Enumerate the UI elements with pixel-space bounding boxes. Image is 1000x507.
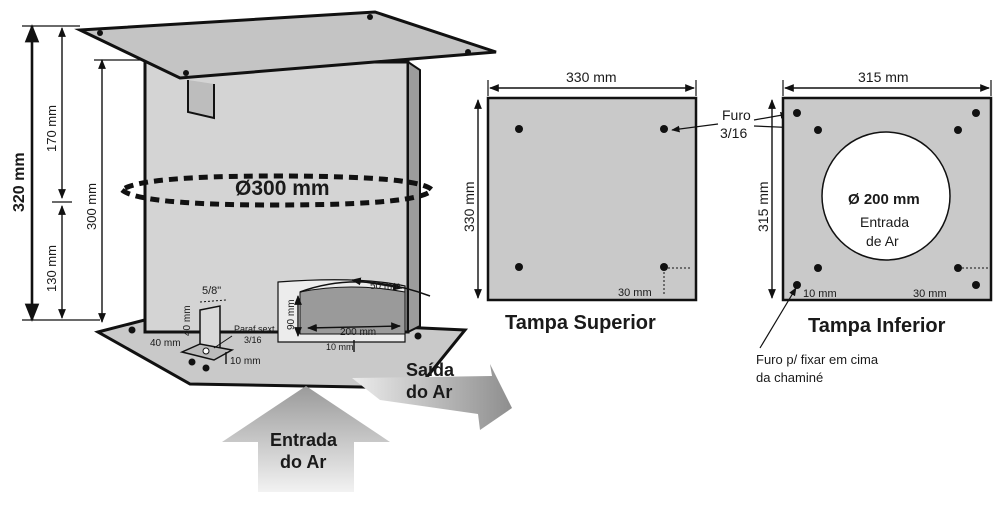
bottom-plate-offset-left: 10 mm [803,288,837,300]
hole-label-line1: Furo [722,107,751,123]
bottom-plate-hole [793,109,801,117]
top-plate-hole [660,263,668,271]
top-plate-hole [367,14,373,20]
fixing-note-line2: da chaminé [756,370,823,385]
fixing-note-line1: Furo p/ fixar em cima [756,352,879,367]
top-plate-height-label: 330 mm [461,181,477,232]
outlet-length-dim [307,322,401,332]
top-plate-hole [465,49,471,55]
bottom-plate-view: Ø 200 mm Entrada de Ar 315 mm 315 mm 10 … [755,69,993,385]
air-outlet-label-line2: do Ar [406,382,452,402]
top-plate-offset-guide [663,267,690,294]
air-inlet-arrow [222,386,390,492]
diameter-dashed-line [120,173,436,208]
air-inlet-label-line2: do Ar [280,452,326,472]
body-height-label: 300 mm [84,183,99,230]
lower-height-label: 130 mm [44,245,59,292]
top-plate-hole [97,30,103,36]
base-foot [414,332,422,340]
top-plate-hole [660,125,668,133]
top-plate-hole [515,125,523,133]
bottom-plate-offset-right: 30 mm [913,288,947,300]
base-foot [202,364,210,372]
screw-label-line1: Paraf sext. [234,324,277,334]
bottom-plate-caption: Tampa Inferior [808,315,946,337]
bracket-height-label: 40 mm [182,305,193,336]
upper-height-label: 170 mm [44,105,59,152]
bolt-size-leader [199,299,227,303]
top-plate-hole [515,263,523,271]
bottom-plate-hole [793,281,801,289]
top-plate-view: 330 mm 330 mm 30 mm Tampa Superior [461,69,698,334]
hole-leader-top [671,123,719,133]
bottom-plate-hole [954,126,962,134]
bottom-plate-hole [972,281,980,289]
airflow-arrows: Saída do Ar Entrada do Ar [222,360,512,492]
chimney-cap-drawing: Ø300 mm 50 mm 90 mm 200 mm 10 mm 5/8" 40… [11,10,497,390]
bottom-plate-height-label: 315 mm [755,181,771,232]
outlet-gap-label: 10 mm [326,342,354,352]
air-outlet-arrow [352,364,512,430]
screw-leader [213,335,233,349]
bottom-plate-hole [814,126,822,134]
top-tab [187,80,215,120]
outlet-width-dim [351,277,403,291]
center-diameter-label: Ø 200 mm [848,191,920,208]
outlet-width-label: 50 mm [370,281,401,292]
top-plate-width-label: 330 mm [566,69,617,85]
top-plate-3d [74,10,497,80]
bracket-width-label: 40 mm [150,338,181,349]
bottom-plate-hole [972,109,980,117]
air-intake-circle [821,131,951,261]
air-outlet-label-line1: Saída [406,360,455,380]
outlet-length-label: 200 mm [340,327,376,338]
top-plate-hole [183,70,189,76]
total-height-label: 320 mm [11,152,28,212]
bracket-gap-label: 10 mm [230,356,261,367]
center-label-line1: Entrada [860,214,909,230]
screw-label-line2: 3/16 [244,335,262,345]
center-label-line2: de Ar [866,233,899,249]
bolt-icon [202,347,210,355]
bottom-plate-width-label: 315 mm [858,69,909,85]
outlet-height-label: 90 mm [286,299,297,330]
top-plate-caption: Tampa Superior [505,312,656,334]
cap-body-edge [407,60,421,334]
base-foot [188,358,196,366]
top-plate-offset-label: 30 mm [618,287,652,299]
air-inlet-label-line1: Entrada [270,430,338,450]
hole-label-line2: 3/16 [720,125,747,141]
diameter-label: Ø300 mm [235,177,330,200]
bottom-plate-hole [814,264,822,272]
bolt-size-label: 5/8" [202,285,221,297]
base-foot [128,326,136,334]
fixing-hole-leader [759,287,797,349]
